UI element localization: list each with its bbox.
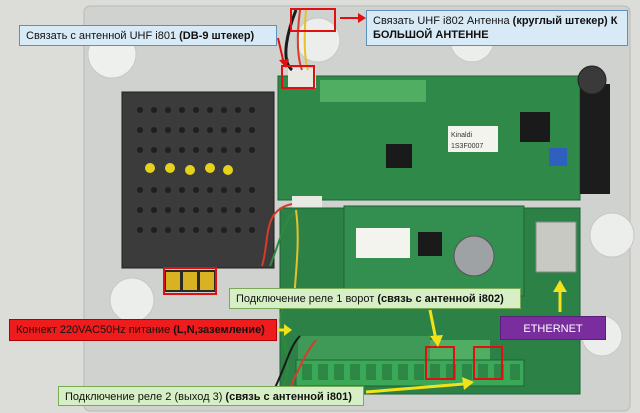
terminal [166, 272, 180, 290]
pcb-chip [418, 232, 442, 256]
highlight-power-terminal [163, 267, 217, 295]
callout-antenna-801-text: Связать с антенной UHF i801 [26, 30, 180, 42]
power-supply-capacitors [145, 163, 233, 175]
wire-green [279, 299, 289, 391]
pcb-label-code: 1S3F0007 [451, 143, 483, 150]
highlight-antenna-connector [290, 8, 336, 32]
callout-ethernet-text: ETHERNET [523, 323, 583, 335]
pcb-terminal-strip [320, 80, 426, 102]
callout-relay1-text: Подключение реле 1 ворот [236, 293, 378, 305]
terminal-screws [302, 364, 520, 380]
pcb-label [448, 126, 498, 152]
callout-antenna-801-bold: (DB-9 штекер) [179, 30, 255, 42]
pcb-header [580, 84, 610, 194]
wire-black [273, 335, 301, 391]
pcb-label [356, 228, 410, 258]
callout-power-bold: (L,N,заземление) [173, 324, 265, 336]
callout-antenna-801: Связать с антенной UHF i801 (DB-9 штекер… [19, 25, 277, 46]
coin-battery [453, 235, 495, 277]
db9-connector [288, 68, 316, 88]
wire-red [289, 339, 317, 389]
callout-ethernet: ETHERNET [500, 316, 606, 340]
wire-red [261, 203, 293, 267]
callout-power: Коннект 220VAC50Hz питание (L,N,заземлен… [9, 319, 277, 341]
relay-bank [298, 336, 430, 360]
arrow-head [358, 13, 366, 23]
highlight-relay2 [473, 346, 503, 380]
callout-relay2-text: Подключение реле 2 (выход 3) [65, 391, 226, 403]
callout-power-text: Коннект 220VAC50Hz питание [16, 324, 174, 336]
arrow-line-yellow [428, 309, 438, 341]
arrow-head-yellow [284, 324, 292, 336]
terminal-strip [295, 359, 525, 387]
cable-gland [295, 17, 341, 63]
pcb-chip [520, 112, 550, 142]
callout-relay1: Подключение реле 1 ворот (связь с антенн… [229, 288, 521, 309]
arrow-head-yellow [430, 335, 443, 347]
power-supply [121, 91, 275, 269]
terminal [200, 272, 214, 290]
cable-gland [589, 212, 635, 258]
cable-gland [109, 277, 155, 323]
callout-relay2-bold: (связь с антенной i801) [225, 391, 352, 403]
arrow-line-yellow [365, 382, 465, 394]
wire-red [296, 9, 303, 71]
terminal [183, 272, 197, 290]
highlight-db9 [281, 65, 315, 89]
callout-relay2: Подключение реле 2 (выход 3) (связь с ан… [58, 386, 364, 406]
arrow-head [279, 59, 289, 68]
arrow-head-yellow [553, 280, 567, 292]
pcb-chip [386, 144, 412, 168]
highlight-relay1 [425, 346, 455, 380]
power-supply-grille [137, 107, 255, 233]
pcb-label-brand: Kinaldi [451, 132, 472, 139]
callout-relay1-bold: (связь с антенной i802) [377, 293, 504, 305]
battery-holder [577, 65, 607, 95]
ethernet-jack [535, 221, 577, 273]
pcb-dip-switch [549, 148, 567, 166]
wire-green [269, 211, 297, 267]
callout-antenna-802-text: Связать UHF i802 Антенна [373, 15, 513, 27]
callout-antenna-802: Связать UHF i802 Антенна (круглый штекер… [366, 10, 628, 46]
callout-antenna-802-bold: (круглый штекер) К БОЛЬШОЙ АНТЕННЕ [373, 15, 618, 41]
arrow-head-yellow [462, 377, 474, 390]
